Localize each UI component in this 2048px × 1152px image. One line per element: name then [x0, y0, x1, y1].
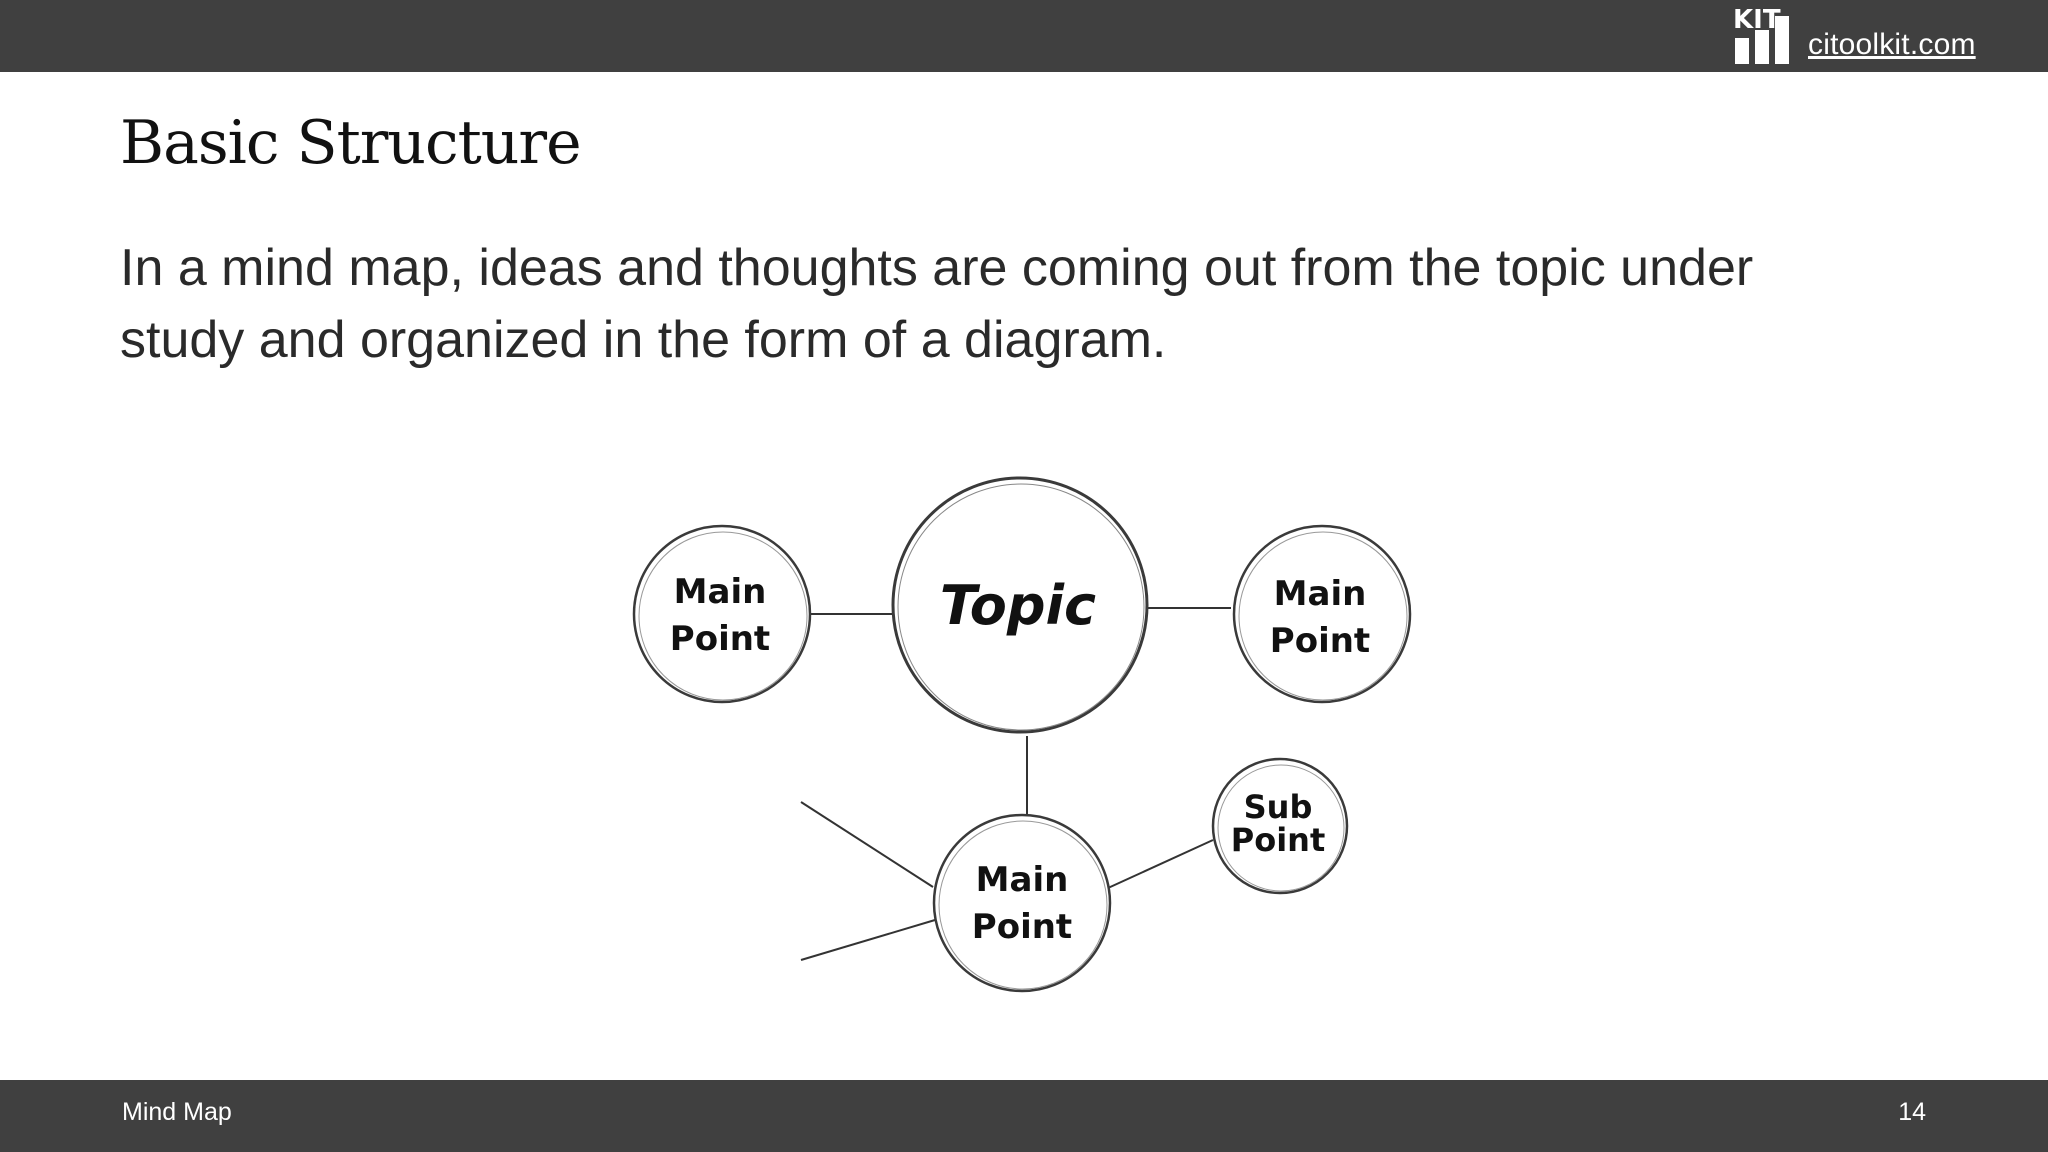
kit-logo: KIT: [1733, 6, 1789, 64]
slide-title: Basic Structure: [120, 108, 582, 178]
branch-line-upper: [800, 801, 934, 888]
main-point-right-node: [1232, 524, 1412, 704]
topic-label: Topic: [940, 574, 1096, 637]
body-line-1: In a mind map, ideas and thoughts are co…: [120, 239, 1754, 297]
main-point-right-label-1: Main: [1274, 574, 1367, 614]
main-point-bottom-node: [932, 813, 1112, 993]
main-point-left-label-2: Point: [670, 619, 770, 659]
page-number: 14: [1898, 1098, 1926, 1126]
main-point-right-label-2: Point: [1270, 621, 1370, 661]
body-line-2: study and organized in the form of a dia…: [120, 311, 1167, 369]
footer-bar: Mind Map 14: [0, 1080, 2048, 1152]
sub-point-label-1: Sub: [1244, 788, 1313, 826]
main-point-bottom-label-1: Main: [976, 860, 1069, 900]
connector-sub: [1107, 839, 1214, 889]
top-bar: KIT citoolkit.com: [0, 0, 2048, 72]
footer-label: Mind Map: [122, 1098, 232, 1126]
main-point-left-node: [632, 524, 812, 704]
main-point-left-label-1: Main: [674, 572, 767, 612]
main-point-bottom-label-2: Point: [972, 907, 1072, 947]
sub-point-label-2: Point: [1231, 821, 1325, 859]
sub-point-node: [1211, 757, 1349, 895]
branch-line-lower: [800, 919, 936, 961]
slide-body-text: In a mind map, ideas and thoughts are co…: [120, 232, 1920, 376]
topic-node: [891, 476, 1149, 734]
site-link[interactable]: citoolkit.com: [1808, 28, 1976, 61]
